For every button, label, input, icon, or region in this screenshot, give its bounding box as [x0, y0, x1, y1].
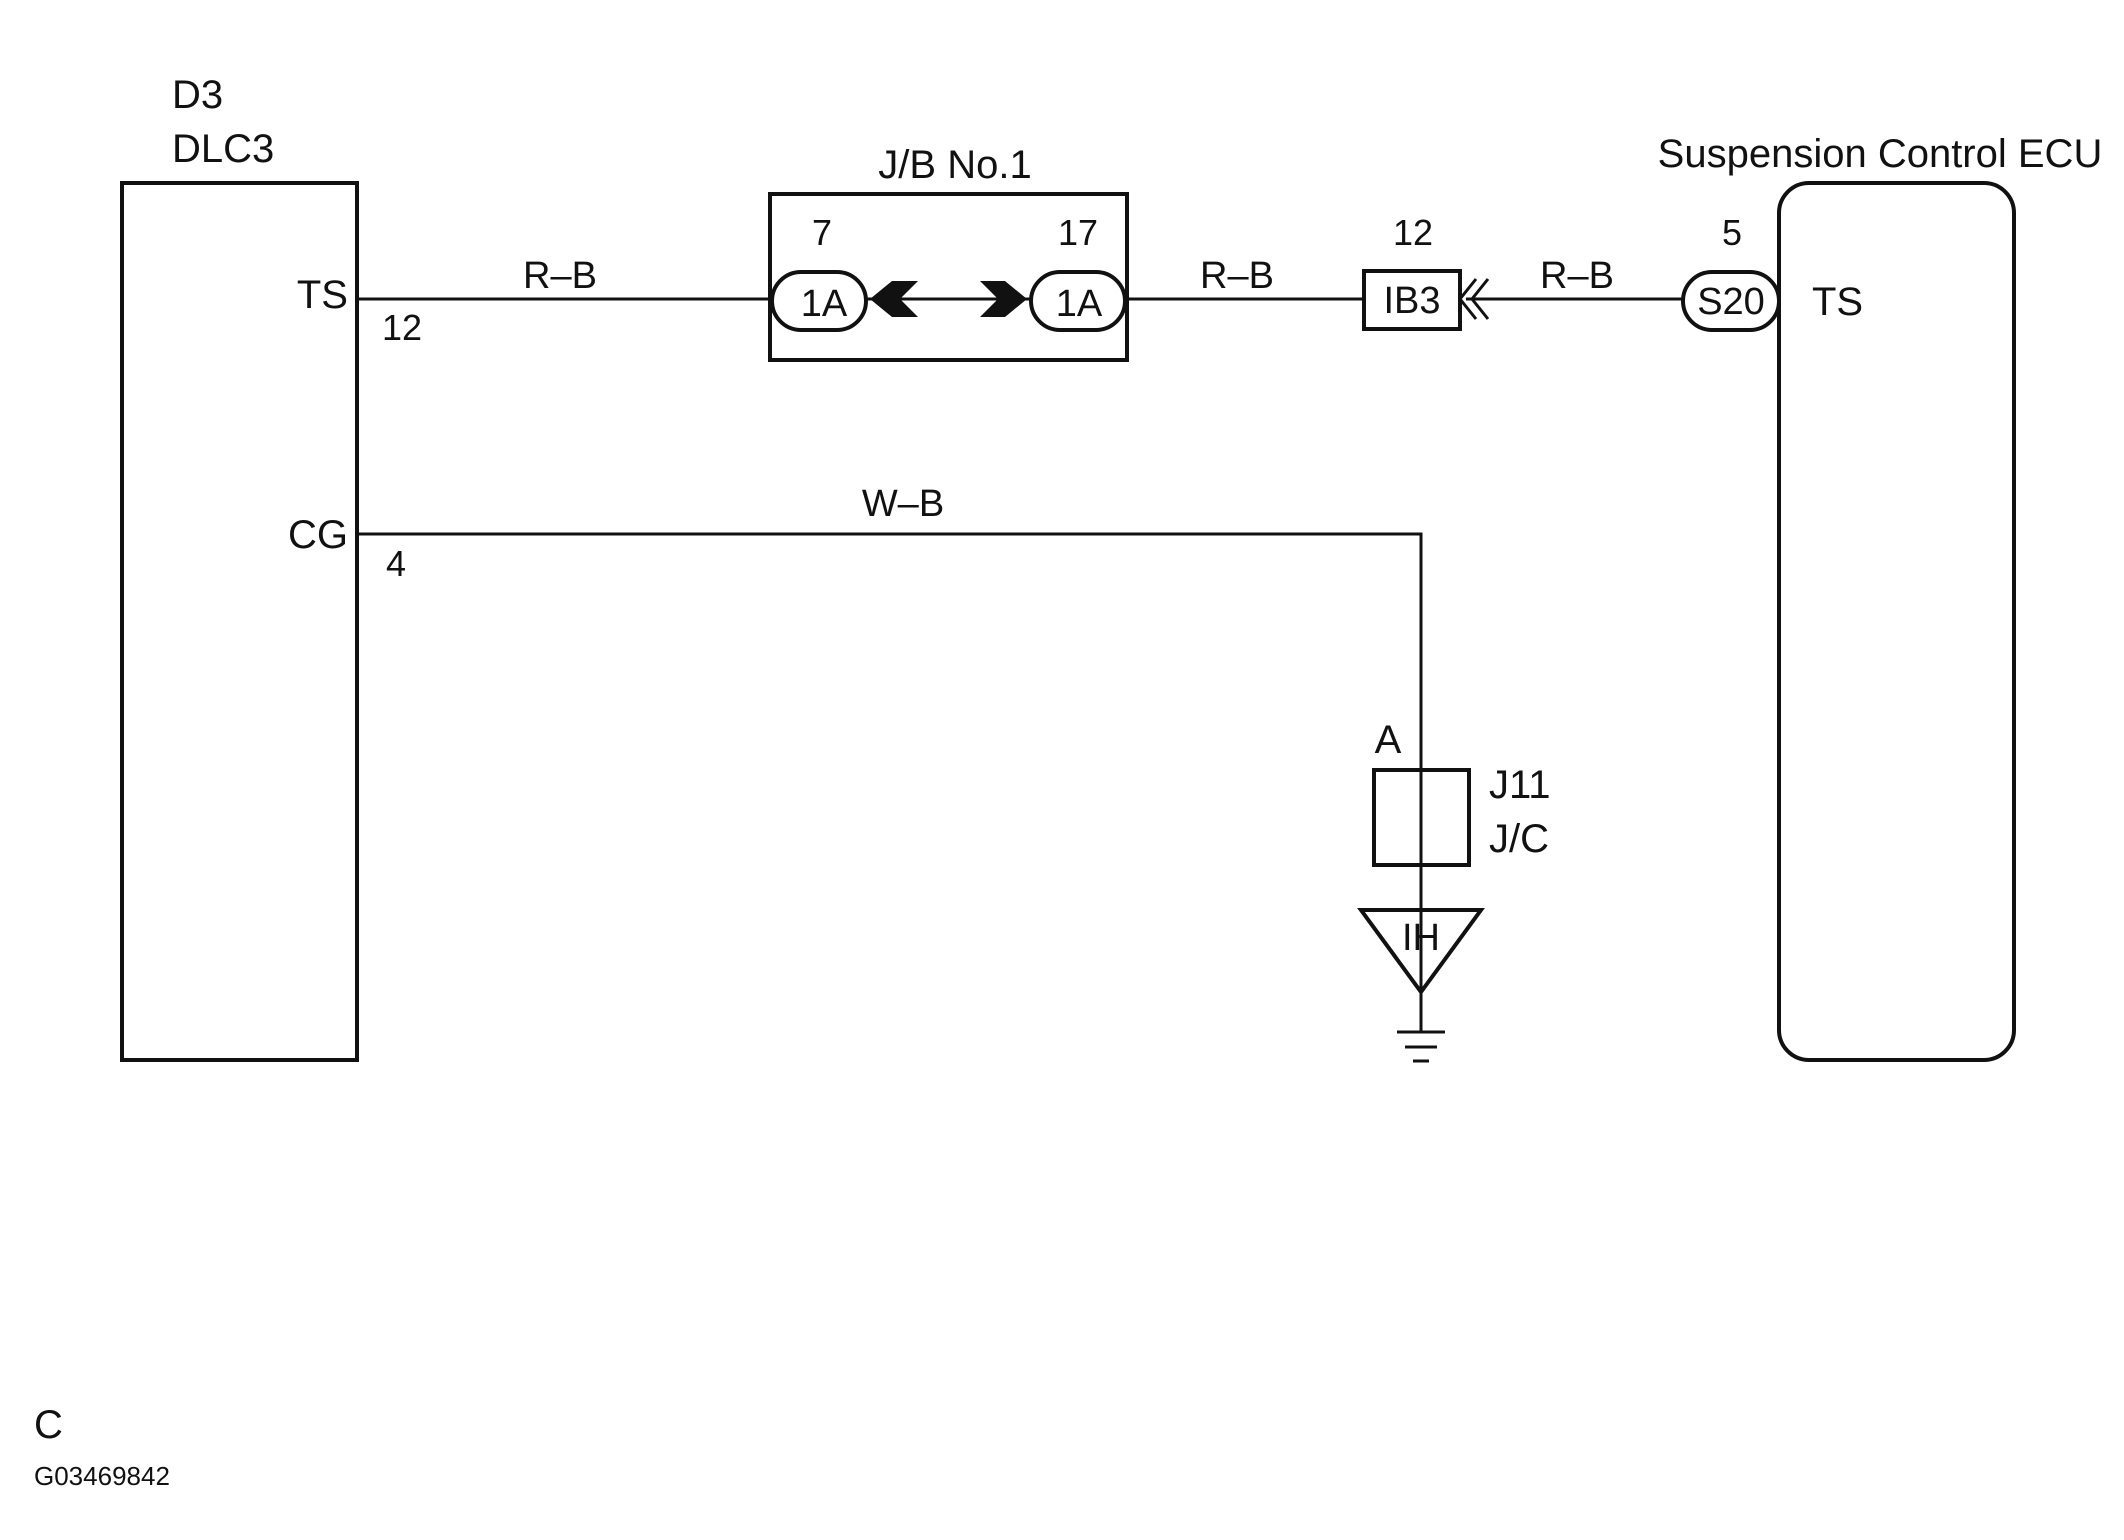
jb-left-pin: 7 — [812, 212, 832, 253]
jc-code: J11 — [1489, 763, 1551, 807]
wire-color-ts-1: R–B — [523, 255, 597, 297]
footer-letter: C — [34, 1403, 63, 1447]
dlc3-pin-ts-label: TS — [297, 273, 348, 317]
jb-right-connector — [1029, 270, 1127, 332]
jc-name: J/C — [1489, 817, 1549, 861]
jb-box — [768, 192, 1129, 362]
ground-point-triangle — [1357, 908, 1485, 996]
ib3-pin: 12 — [1393, 212, 1433, 253]
jb-left-arrow-icon — [870, 281, 918, 317]
ecu-pin-ts-label: TS — [1812, 280, 1863, 324]
jc-pin: A — [1375, 718, 1402, 762]
dlc3-name: DLC3 — [172, 127, 274, 171]
dlc3-pin-cg-label: CG — [288, 513, 348, 557]
jb-right-arrow-icon — [980, 281, 1027, 317]
wire-color-ts-2: R–B — [1200, 255, 1274, 297]
wire-color-ts-3: R–B — [1540, 255, 1614, 297]
dlc3-code: D3 — [172, 73, 223, 117]
figure-id: G03469842 — [34, 1461, 170, 1491]
dlc3-pin-cg-number: 4 — [386, 543, 406, 584]
ground-point-label: IH — [1402, 917, 1440, 959]
dlc3-pin-ts-number: 12 — [382, 307, 422, 348]
wire-color-cg: W–B — [862, 483, 944, 525]
jb-right-connector-label: 1A — [1056, 283, 1103, 325]
jb-left-connector-label: 1A — [801, 283, 848, 325]
jb-left-connector — [770, 270, 868, 332]
ecu-pin-number: 5 — [1722, 212, 1742, 253]
ecu-box — [1777, 181, 2016, 1062]
ib3-label: IB3 — [1383, 280, 1440, 322]
dlc3-box — [120, 181, 359, 1062]
jb-right-pin: 17 — [1058, 212, 1098, 253]
jc-box — [1372, 768, 1471, 867]
wire-cg-ground — [357, 532, 1423, 1032]
ecu-title: Suspension Control ECU — [1658, 132, 2103, 176]
ecu-connector-label: S20 — [1697, 281, 1765, 323]
jb-title: J/B No.1 — [878, 143, 1031, 187]
ground-icon — [1397, 1030, 1445, 1063]
